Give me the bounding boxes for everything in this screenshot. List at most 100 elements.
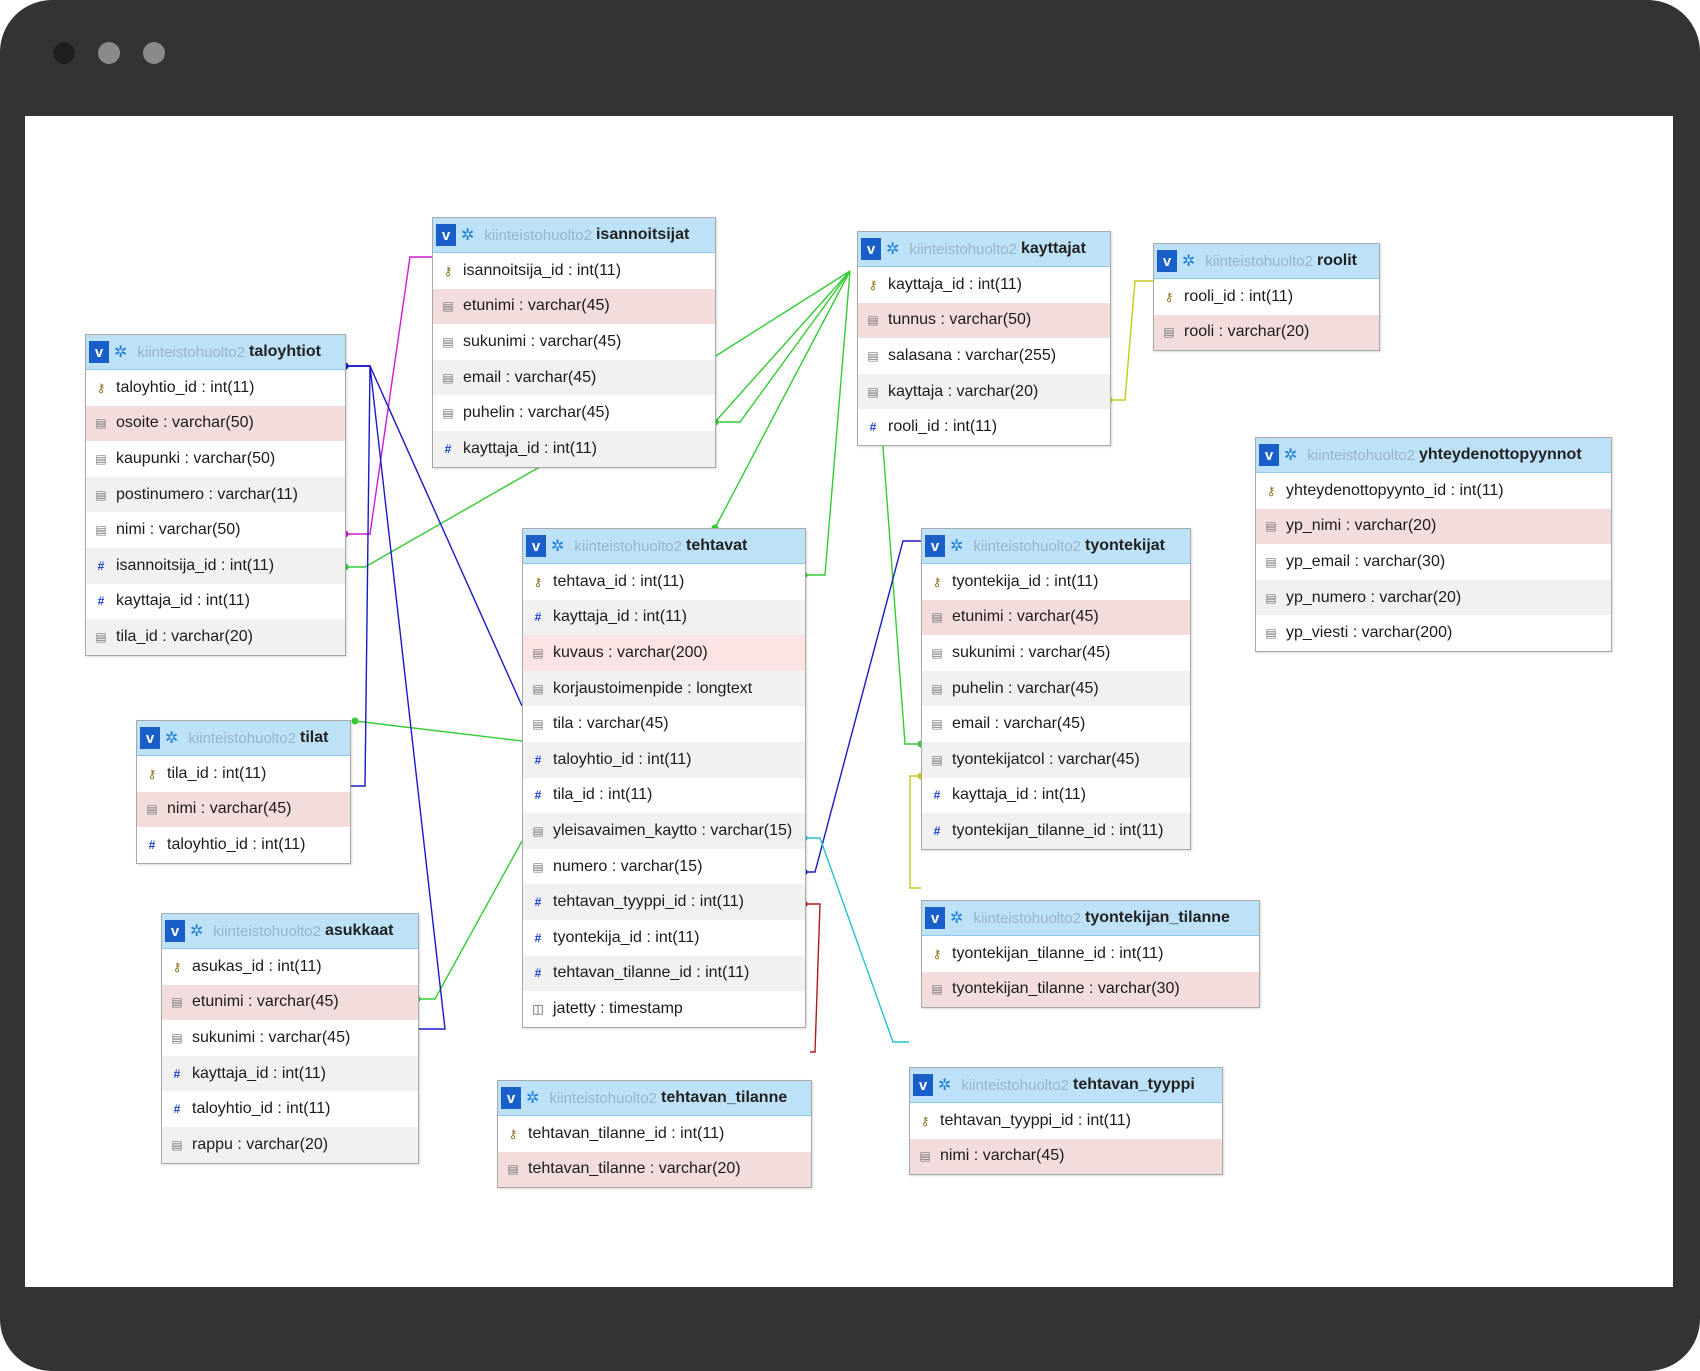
- column-row[interactable]: ⚷tehtavan_tilanne_id : int(11): [498, 1116, 811, 1152]
- toggle-v-icon[interactable]: v: [1157, 250, 1177, 272]
- column-row[interactable]: ▤rappu : varchar(20): [162, 1126, 418, 1163]
- column-row[interactable]: ▤yp_viesti : varchar(200): [1256, 615, 1611, 651]
- column-row[interactable]: ▤sukunimi : varchar(45): [162, 1020, 418, 1056]
- toggle-v-icon[interactable]: v: [89, 341, 109, 363]
- column-row[interactable]: ▤rooli : varchar(20): [1154, 314, 1379, 351]
- column-row[interactable]: ▤sukunimi : varchar(45): [922, 635, 1190, 671]
- column-row[interactable]: ⚷yhteydenottopyynto_id : int(11): [1256, 473, 1611, 509]
- column-row[interactable]: ▤tila_id : varchar(20): [86, 619, 345, 655]
- window-close-dot[interactable]: [53, 42, 75, 64]
- column-row[interactable]: ▤nimi : varchar(45): [137, 791, 350, 828]
- column-row[interactable]: #kayttaja_id : int(11): [922, 778, 1190, 814]
- column-row[interactable]: #tyontekija_id : int(11): [523, 920, 805, 956]
- gear-icon[interactable]: ✲: [1182, 253, 1196, 270]
- gear-icon[interactable]: ✲: [950, 910, 964, 927]
- column-row[interactable]: #taloyhtio_id : int(11): [523, 741, 805, 778]
- gear-icon[interactable]: ✲: [461, 227, 475, 244]
- column-row[interactable]: ▤korjaustoimenpide : longtext: [523, 670, 805, 707]
- column-row[interactable]: ▤email : varchar(45): [922, 706, 1190, 742]
- column-row[interactable]: ▤kayttaja : varchar(20): [858, 373, 1110, 410]
- window-minimize-dot[interactable]: [98, 42, 120, 64]
- column-row[interactable]: ▤email : varchar(45): [433, 359, 715, 396]
- column-row[interactable]: ⚷isannoitsija_id : int(11): [433, 253, 715, 289]
- column-row[interactable]: ▤numero : varchar(15): [523, 849, 805, 885]
- column-row[interactable]: ⚷tila_id : int(11): [137, 756, 350, 792]
- column-row[interactable]: #tehtavan_tyyppi_id : int(11): [523, 884, 805, 920]
- column-row[interactable]: ⚷tehtava_id : int(11): [523, 564, 805, 600]
- gear-icon[interactable]: ✲: [114, 344, 128, 361]
- toggle-v-icon[interactable]: v: [501, 1087, 521, 1109]
- column-row[interactable]: ▤postinumero : varchar(11): [86, 476, 345, 513]
- column-row[interactable]: ⚷kayttaja_id : int(11): [858, 267, 1110, 303]
- column-row[interactable]: ⚷tehtavan_tyyppi_id : int(11): [910, 1103, 1222, 1139]
- column-row[interactable]: ▤yp_nimi : varchar(20): [1256, 508, 1611, 545]
- column-row[interactable]: #taloyhtio_id : int(11): [137, 827, 350, 863]
- column-row[interactable]: ▤yp_numero : varchar(20): [1256, 579, 1611, 616]
- column-row[interactable]: ▤etunimi : varchar(45): [922, 599, 1190, 636]
- gear-icon[interactable]: ✲: [950, 538, 964, 555]
- column-row[interactable]: ⚷tyontekijan_tilanne_id : int(11): [922, 936, 1259, 972]
- column-row[interactable]: ◫jatetty : timestamp: [523, 991, 805, 1027]
- column-row[interactable]: ▤salasana : varchar(255): [858, 338, 1110, 374]
- column-row[interactable]: #isannoitsija_id : int(11): [86, 547, 345, 584]
- toggle-v-icon[interactable]: v: [913, 1074, 933, 1096]
- column-row[interactable]: ▤tila : varchar(45): [523, 706, 805, 742]
- toggle-v-icon[interactable]: v: [140, 727, 160, 749]
- toggle-v-icon[interactable]: v: [861, 238, 881, 260]
- column-row[interactable]: ▤etunimi : varchar(45): [162, 984, 418, 1021]
- column-row[interactable]: ▤tunnus : varchar(50): [858, 302, 1110, 339]
- window-maximize-dot[interactable]: [143, 42, 165, 64]
- toggle-v-icon[interactable]: v: [925, 535, 945, 557]
- toggle-v-icon[interactable]: v: [436, 224, 456, 246]
- gear-icon[interactable]: ✲: [165, 730, 179, 747]
- toggle-v-icon[interactable]: v: [165, 920, 185, 942]
- gear-icon[interactable]: ✲: [551, 538, 565, 555]
- column-row[interactable]: ▤tyontekijatcol : varchar(45): [922, 741, 1190, 778]
- column-row[interactable]: ▤kaupunki : varchar(50): [86, 441, 345, 477]
- column-row[interactable]: #taloyhtio_id : int(11): [162, 1091, 418, 1127]
- column-row[interactable]: ▤kuvaus : varchar(200): [523, 635, 805, 671]
- column-row[interactable]: ▤etunimi : varchar(45): [433, 288, 715, 325]
- column-row[interactable]: ▤tehtavan_tilanne : varchar(20): [498, 1151, 811, 1188]
- column-row[interactable]: #kayttaja_id : int(11): [86, 584, 345, 620]
- toggle-v-icon[interactable]: v: [925, 907, 945, 929]
- column-row[interactable]: ▤yp_email : varchar(30): [1256, 544, 1611, 580]
- toggle-v-icon[interactable]: v: [1259, 444, 1279, 466]
- column-row[interactable]: ▤yleisavaimen_kaytto : varchar(15): [523, 813, 805, 849]
- gear-icon[interactable]: ✲: [886, 241, 900, 258]
- column-row[interactable]: ⚷tyontekija_id : int(11): [922, 564, 1190, 600]
- column-row[interactable]: #kayttaja_id : int(11): [162, 1055, 418, 1092]
- column-row[interactable]: ▤puhelin : varchar(45): [433, 395, 715, 431]
- column-row[interactable]: ▤puhelin : varchar(45): [922, 670, 1190, 707]
- column-row[interactable]: ▤sukunimi : varchar(45): [433, 324, 715, 360]
- column-row[interactable]: ⚷taloyhtio_id : int(11): [86, 370, 345, 406]
- column-row[interactable]: ⚷asukas_id : int(11): [162, 949, 418, 985]
- column-row[interactable]: #kayttaja_id : int(11): [523, 599, 805, 636]
- column-row[interactable]: #rooli_id : int(11): [858, 409, 1110, 445]
- column-row[interactable]: #tehtavan_tilanne_id : int(11): [523, 955, 805, 992]
- gear-icon[interactable]: ✲: [526, 1090, 540, 1107]
- gear-icon[interactable]: ✲: [1284, 447, 1298, 464]
